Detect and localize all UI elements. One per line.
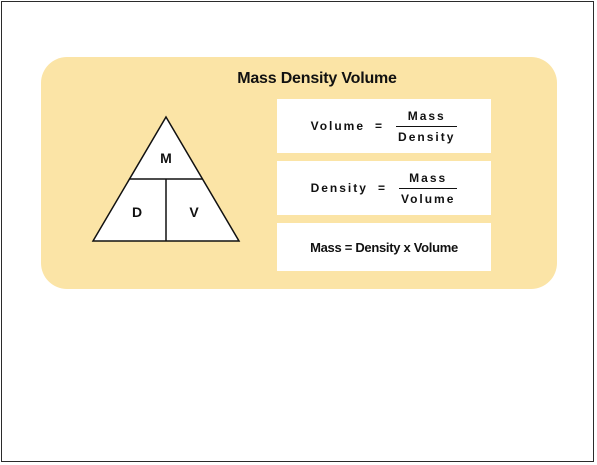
mass-formula-text: Mass = Density x Volume — [310, 239, 458, 255]
volume-formula-fraction: Mass Density — [396, 108, 458, 144]
volume-formula-box: Volume = Mass Density — [277, 99, 491, 153]
density-formula-lhs: Density — [310, 181, 368, 195]
triangle-label-mass: M — [160, 150, 172, 166]
triangle-label-volume: V — [189, 204, 199, 220]
density-formula-fraction: Mass Volume — [398, 170, 458, 206]
density-formula-equals: = — [377, 181, 385, 195]
volume-formula-equals: = — [375, 119, 383, 133]
mdv-triangle: M D V — [91, 115, 241, 242]
volume-formula-lhs: Volume — [310, 119, 366, 133]
mass-formula-box: Mass = Density x Volume — [277, 223, 491, 271]
volume-formula-denominator: Density — [396, 125, 458, 144]
density-formula-numerator: Mass — [409, 170, 448, 185]
formula-panel: Mass Density Volume M D V Volume = Mass … — [41, 57, 557, 289]
diagram-title: Mass Density Volume — [237, 70, 397, 87]
density-formula-denominator: Volume — [398, 187, 458, 206]
triangle-label-density: D — [132, 204, 142, 220]
volume-formula-numerator: Mass — [407, 108, 446, 123]
density-formula-box: Density = Mass Volume — [277, 161, 491, 215]
